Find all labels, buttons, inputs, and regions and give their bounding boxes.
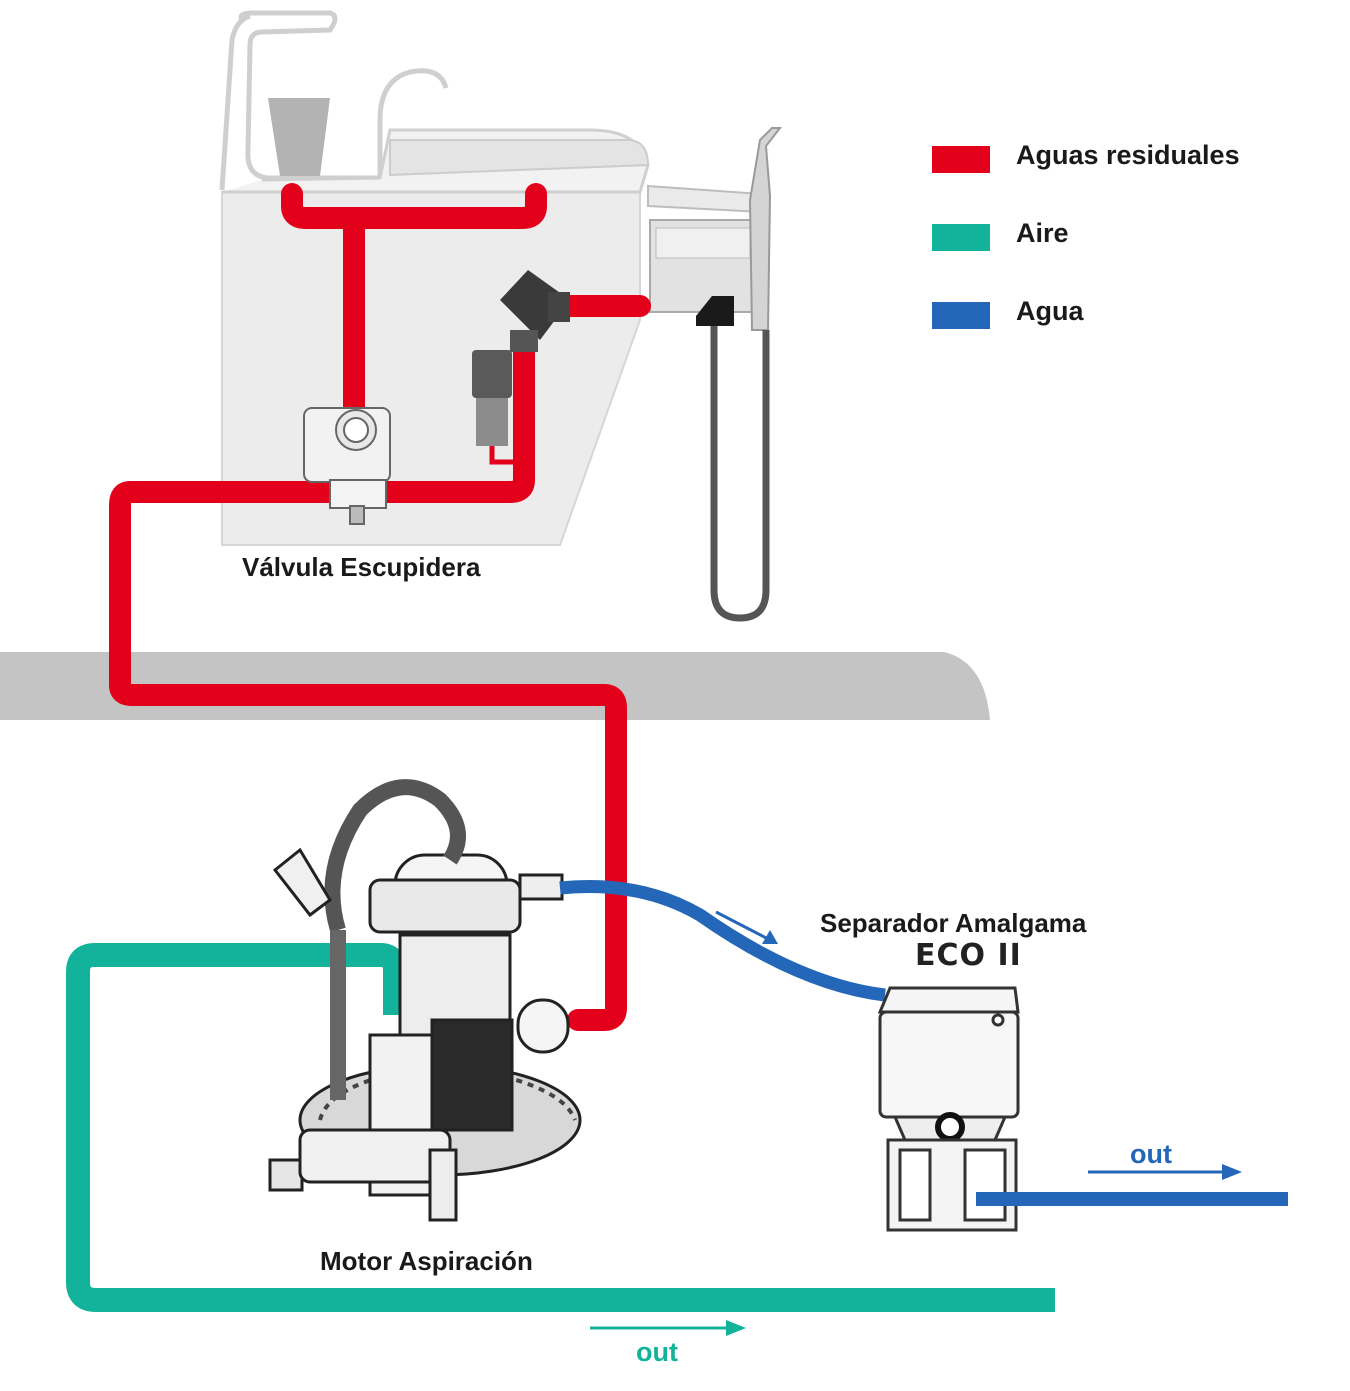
air-out-label: out [636,1337,678,1367]
air-out-arrow-icon [590,1320,746,1336]
separator-model-label: ECO II [915,938,1022,973]
legend-label-wastewater: Aguas residuales [1016,140,1240,170]
legend-swatch-air [932,224,990,251]
water-out-label: out [1130,1139,1172,1169]
legend-swatch-water [932,302,990,329]
suction-motor [268,779,582,1222]
spittoon-valve [303,407,391,525]
separator-outlet [976,1192,1288,1206]
legend-label-air: Aire [1016,218,1069,248]
wastewater-line [109,183,651,1031]
separator-label: Separador Amalgama [820,908,1087,938]
motor-label: Motor Aspiración [320,1246,533,1276]
valve-label: Válvula Escupidera [242,552,481,582]
dental-unit [219,10,783,622]
water-line [559,880,886,1002]
air-line [66,943,1055,1312]
amalgam-separator [877,986,1020,1232]
filter-assembly [472,270,570,465]
water-out-arrow-icon [1088,1164,1242,1180]
legend-swatch-wastewater [932,146,990,173]
legend-label-water: Agua [1016,296,1084,326]
flow-arrow-icon [715,910,778,944]
